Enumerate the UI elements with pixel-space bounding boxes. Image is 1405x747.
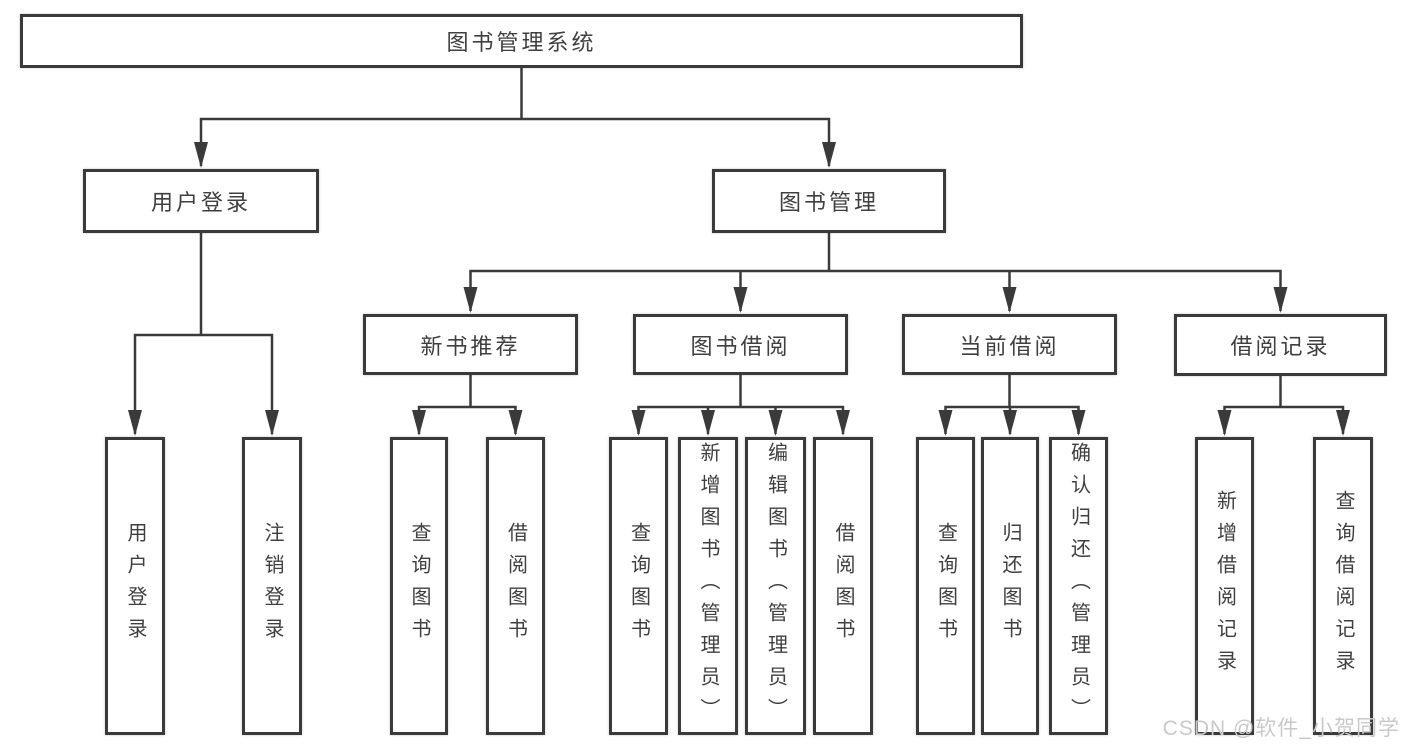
leaf-return-books-label: 归还图书 [999, 522, 1021, 650]
leaf-logout: 注销登录 [242, 437, 302, 735]
leaf-add-borrow-record-label: 新增借阅记录 [1213, 490, 1236, 682]
leaf-query-books-current-label: 查询图书 [934, 522, 957, 650]
node-new-book-recommend: 新书推荐 [363, 314, 578, 375]
node-borrowing-records: 借阅记录 [1174, 314, 1387, 376]
node-user-login: 用户登录 [83, 169, 319, 233]
leaf-query-books-current: 查询图书 [916, 437, 975, 735]
leaf-query-books-recommend: 查询图书 [390, 437, 448, 735]
node-book-management: 图书管理 [712, 169, 946, 233]
leaf-edit-book-admin: 编辑图书（管理员） [745, 437, 806, 735]
leaf-user-login-label: 用户登录 [124, 522, 146, 650]
leaf-add-book-admin: 新增图书（管理员） [678, 437, 738, 735]
connector-paths [133, 68, 1345, 434]
leaf-query-borrow-record-label: 查询借阅记录 [1332, 490, 1354, 682]
node-book-borrowing: 图书借阅 [633, 314, 848, 375]
leaf-confirm-return-admin-label: 确认归还（管理员） [1067, 442, 1090, 730]
leaf-query-books-borrowing: 查询图书 [609, 437, 668, 735]
leaf-confirm-return-admin: 确认归还（管理员） [1049, 437, 1108, 735]
leaf-logout-label: 注销登录 [261, 522, 283, 650]
leaf-add-borrow-record: 新增借阅记录 [1195, 437, 1254, 735]
leaf-add-book-admin-label: 新增图书（管理员） [697, 442, 719, 730]
watermark: CSDN @软件_小贺同学 [1162, 717, 1400, 740]
leaf-query-books-borrowing-label: 查询图书 [627, 522, 650, 650]
leaf-borrow-books-recommend: 借阅图书 [486, 437, 545, 735]
arrowheads [128, 142, 1350, 436]
node-current-borrowing: 当前借阅 [902, 314, 1117, 375]
leaf-borrow-books-borrowing-label: 借阅图书 [832, 522, 854, 650]
leaf-return-books: 归还图书 [981, 437, 1039, 735]
leaf-borrow-books-borrowing: 借阅图书 [813, 437, 873, 735]
leaf-edit-book-admin-label: 编辑图书（管理员） [764, 442, 787, 730]
node-library-management-system: 图书管理系统 [20, 14, 1023, 68]
leaf-query-borrow-record: 查询借阅记录 [1313, 437, 1373, 735]
leaf-borrow-books-recommend-label: 借阅图书 [504, 522, 527, 650]
leaf-query-books-recommend-label: 查询图书 [408, 522, 430, 650]
leaf-user-login: 用户登录 [105, 437, 165, 735]
